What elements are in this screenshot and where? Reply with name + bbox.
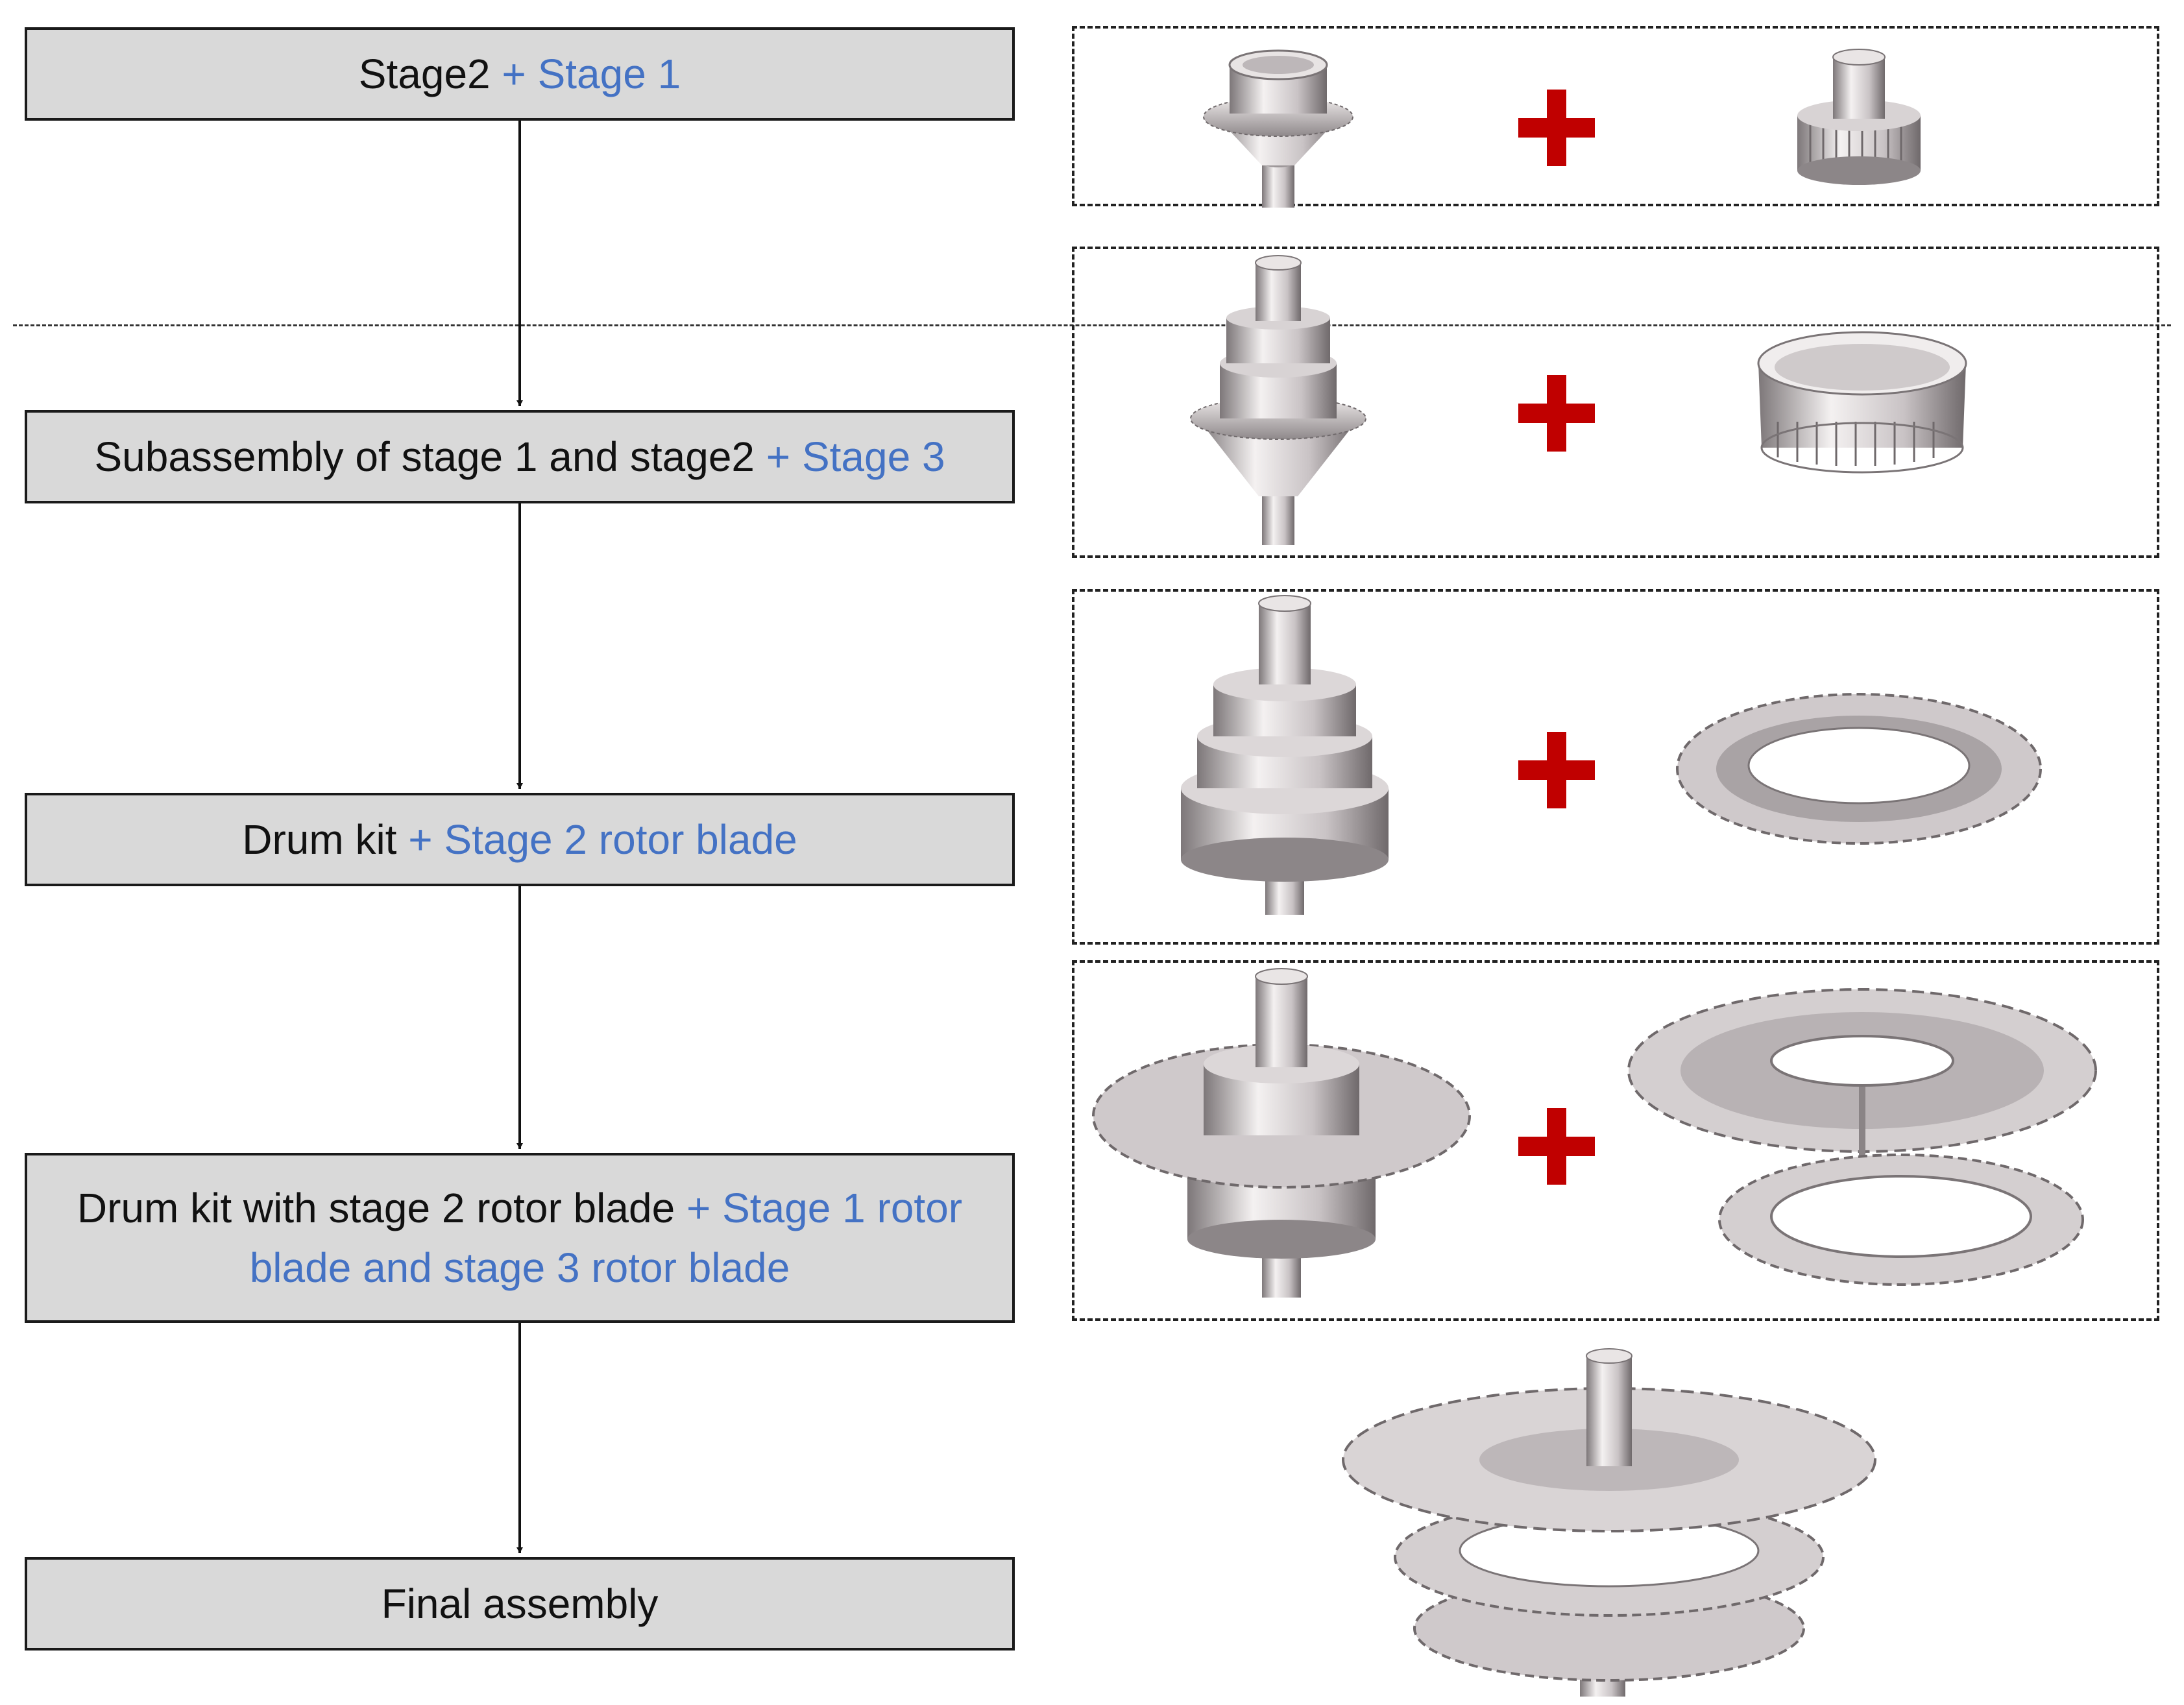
drum-kit-with-stage2-blade-image — [1092, 968, 1471, 1298]
step-addition-text: + Stage 2 rotor blade — [408, 816, 797, 863]
step-base-text: Final assembly — [381, 1580, 659, 1627]
step-base-text: Drum kit with stage 2 rotor blade — [77, 1185, 675, 1231]
panel-drum-kit-stage2-blade — [1072, 589, 2159, 945]
step-base-text: Drum kit — [242, 816, 397, 863]
step-addition-text: + Stage 1 rotor blade and stage 3 rotor … — [249, 1185, 963, 1291]
plus-icon — [1518, 1108, 1595, 1185]
drum-kit-image — [1181, 595, 1389, 915]
plus-icon — [1518, 90, 1595, 166]
step-addition-text: + Stage 3 — [766, 433, 945, 480]
panel-subassembly-stage3 — [1072, 247, 2159, 558]
step-base-text: Subassembly of stage 1 and stage2 — [94, 433, 755, 480]
stage1-stage3-rotor-blades-image — [1627, 988, 2097, 1286]
stage1-part-image — [1797, 49, 1921, 185]
step-drum-kit-plus-stage2-blade: Drum kit + Stage 2 rotor blade — [25, 793, 1015, 886]
step-stage2-plus-stage1: Stage2 + Stage 1 — [25, 27, 1015, 121]
panel-drum-with-blades — [1072, 960, 2159, 1321]
plus-icon — [1518, 375, 1595, 452]
plus-icon — [1518, 732, 1595, 808]
subassembly-stage1-stage2-image — [1190, 255, 1366, 545]
stage2-part-image — [1203, 49, 1353, 208]
panel-stage2-stage1 — [1072, 26, 2159, 206]
step-base-text: Stage2 — [358, 51, 491, 97]
final-assembly-image — [1342, 1348, 1876, 1697]
stage2-rotor-blade-ring-image — [1676, 693, 2042, 845]
stage3-part-image — [1757, 331, 1967, 474]
separator-dotted-line — [13, 324, 2171, 326]
step-subassembly-plus-stage3: Subassembly of stage 1 and stage2 + Stag… — [25, 410, 1015, 503]
step-final-assembly: Final assembly — [25, 1557, 1015, 1651]
step-addition-text: + Stage 1 — [502, 51, 681, 97]
step-drum-kit-with-blade-plus-stage1-stage3-blades: Drum kit with stage 2 rotor blade + Stag… — [25, 1153, 1015, 1323]
